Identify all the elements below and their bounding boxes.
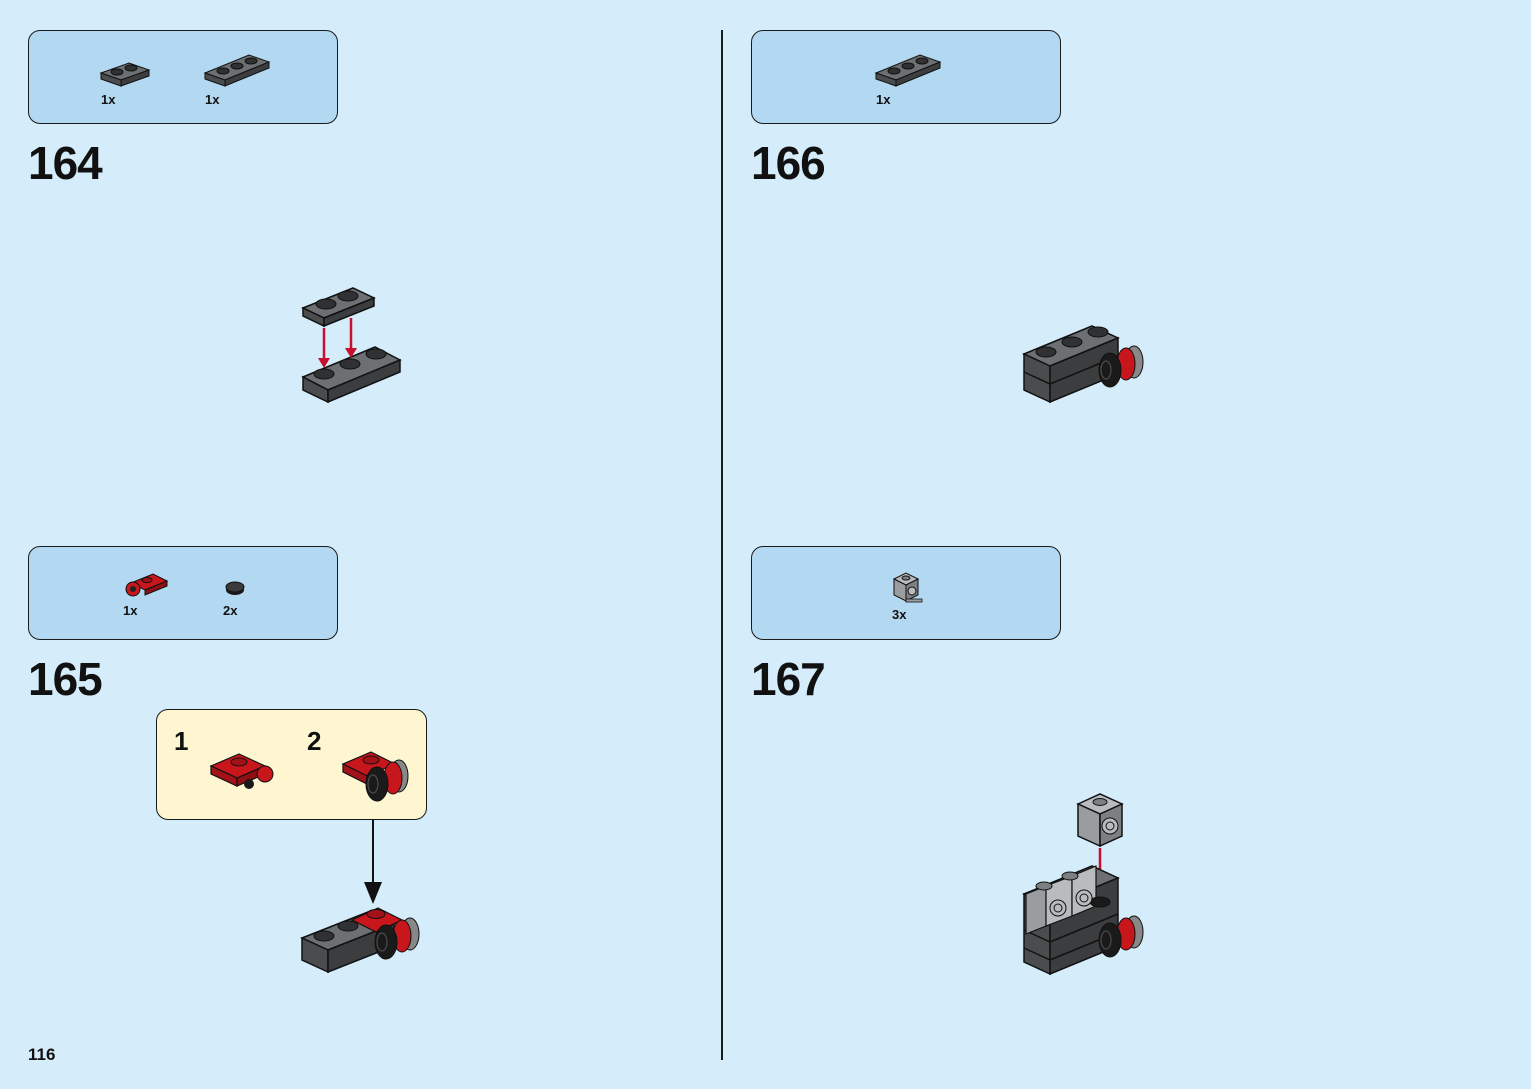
part-qty: 3x	[892, 607, 907, 622]
page-divider	[721, 30, 723, 1060]
part-qty: 1x	[205, 92, 220, 107]
dark-gray-plate-1x3-icon	[874, 54, 942, 87]
step-164-assembly-illustration	[301, 287, 402, 404]
parts-list-166: 1x	[751, 30, 1061, 124]
part-qty: 1x	[123, 603, 138, 618]
part-qty: 2x	[223, 603, 238, 618]
part-qty: 1x	[876, 92, 891, 107]
step-number: 165	[28, 653, 103, 705]
substep-number: 2	[307, 726, 322, 756]
parts-list-167: 3x	[751, 546, 1061, 640]
parts-list-164: 1x 1x	[28, 30, 338, 124]
black-round-tile-icon	[225, 581, 245, 595]
step-number: 167	[751, 653, 826, 705]
red-plate-with-clip-icon	[125, 573, 169, 597]
parts-list-165: 1x 2x	[28, 546, 338, 640]
step-number: 164	[28, 137, 103, 189]
step-number: 166	[751, 137, 826, 189]
red-plate-with-round-tiles-icon	[341, 751, 409, 802]
dark-gray-plate-1x2-icon	[99, 62, 151, 87]
callout-arrow	[364, 820, 382, 904]
sub-assembly-callout: 1 2	[156, 709, 427, 820]
red-plate-with-clip-icon	[209, 753, 274, 789]
step-166-assembly-illustration	[1022, 325, 1144, 404]
step-167-assembly-illustration	[1022, 793, 1144, 976]
page-number: 116	[28, 1045, 56, 1064]
gray-brick-with-stud-side-icon	[892, 572, 923, 603]
dark-gray-plate-1x3-icon	[203, 54, 271, 87]
part-qty: 1x	[101, 92, 116, 107]
step-165-assembly-illustration	[300, 907, 420, 974]
substep-number: 1	[174, 726, 189, 756]
